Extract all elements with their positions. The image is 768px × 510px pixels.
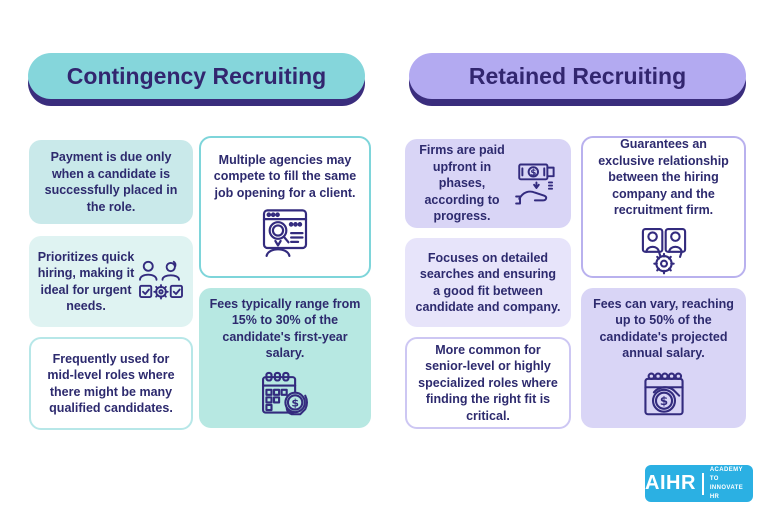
card-text: Focuses on detailed searches and ensurin…	[415, 250, 561, 315]
candidate-search-icon	[256, 206, 314, 262]
retained-header: Retained Recruiting	[409, 53, 746, 99]
contingency-header-label: Contingency Recruiting	[66, 62, 327, 89]
calendar-dollar-icon: $	[637, 367, 691, 421]
card-retained-detailed-search: Focuses on detailed searches and ensurin…	[405, 238, 571, 327]
card-contingency-quick-hiring: Prioritizes quick hiring, making it idea…	[29, 236, 193, 327]
card-text: Firms are paid upfront in phases, accord…	[419, 143, 505, 224]
aihr-logo: AIHR ACADEMY TO INNOVATE HR	[645, 465, 753, 502]
card-contingency-payment: Payment is due only when a candidate is …	[29, 140, 193, 224]
card-text: Guarantees an exclusive relationship bet…	[598, 137, 729, 218]
team-checklist-icon	[137, 258, 185, 306]
card-contingency-fees: Fees typically range from 15% to 30% of …	[199, 288, 371, 428]
card-text: More common for senior-level or highly s…	[418, 342, 558, 423]
contingency-header: Contingency Recruiting	[28, 53, 365, 99]
card-text: Fees can vary, reaching up to 50% of the…	[593, 296, 734, 361]
card-text: Frequently used for mid-level roles wher…	[47, 351, 175, 416]
card-retained-exclusive: Guarantees an exclusive relationship bet…	[581, 136, 746, 278]
aihr-logo-tagline: ACADEMY TO INNOVATE HR	[709, 466, 744, 500]
svg-text:$: $	[659, 393, 667, 407]
card-text: Prioritizes quick hiring, making it idea…	[37, 249, 135, 314]
partnership-gear-icon	[637, 224, 691, 278]
card-contingency-mid-level: Frequently used for mid-level roles wher…	[29, 337, 193, 430]
card-retained-upfront: Firms are paid upfront in phases, accord…	[405, 139, 571, 228]
card-retained-fees: Fees can vary, reaching up to 50% of the…	[581, 288, 746, 428]
svg-text:$: $	[291, 396, 299, 409]
logo-divider	[701, 472, 704, 495]
card-contingency-agencies: Multiple agencies may compete to fill th…	[199, 136, 371, 278]
svg-text:$: $	[530, 168, 536, 178]
retained-header-label: Retained Recruiting	[468, 62, 687, 89]
card-retained-senior-roles: More common for senior-level or highly s…	[405, 337, 571, 429]
card-text: Payment is due only when a candidate is …	[44, 150, 178, 214]
card-text: Fees typically range from 15% to 30% of …	[209, 296, 361, 361]
card-text: Multiple agencies may compete to fill th…	[213, 152, 357, 200]
aihr-logo-name: AIHR	[645, 472, 696, 494]
calendar-money-icon: $	[258, 367, 312, 421]
payment-hand-icon: $	[513, 159, 563, 209]
